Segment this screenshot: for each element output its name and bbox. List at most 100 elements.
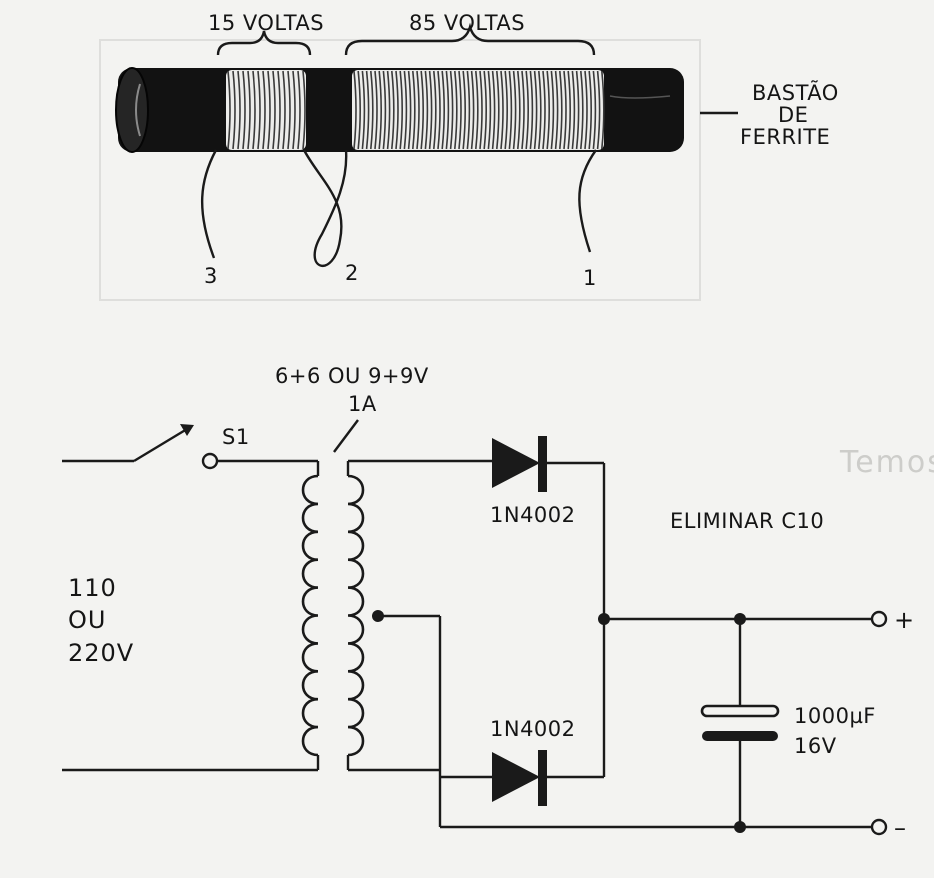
lead-3 (200, 149, 218, 259)
winding-15-turn (292, 70, 296, 150)
winding-85-turn (563, 70, 567, 150)
primary-coil-loops (301, 474, 319, 757)
winding-85-turn (601, 70, 605, 150)
winding-85-turn (458, 70, 462, 150)
terminal-1-label: 1 (583, 266, 597, 290)
winding-85-turn (512, 70, 517, 150)
winding-85-turn (571, 70, 576, 150)
winding-85-turn (487, 70, 492, 150)
winding-85-turn (538, 70, 542, 150)
winding-85-turn (386, 70, 391, 150)
terminal-3-label: 3 (204, 264, 218, 288)
winding-85-turn (357, 70, 361, 150)
transformer-rating-label: 6+6 OU 9+9V (275, 364, 429, 388)
brace-85 (344, 22, 596, 56)
lead-1 (578, 149, 597, 253)
winding-85-turn (449, 70, 454, 150)
winding-85-turn (521, 70, 525, 150)
winding-15-turn (282, 70, 286, 150)
winding-85-turn (550, 70, 555, 150)
winding-85-turn (592, 70, 597, 150)
label-85-voltas: 85 VOLTAS (409, 11, 525, 35)
capacitor-negative-plate (702, 731, 778, 741)
winding-85-turn (500, 70, 504, 150)
rod-highlight (135, 83, 141, 137)
winding-85-turn (584, 70, 588, 150)
label-de: DE (778, 103, 808, 127)
winding-85-turn (370, 70, 374, 150)
winding-85-turn (596, 70, 601, 150)
winding-85-turn (454, 70, 458, 150)
label-ferrite: FERRITE (740, 125, 830, 149)
winding-15-turn (277, 70, 281, 150)
secondary-coil-loops (347, 474, 365, 757)
winding-15-turn (302, 70, 306, 150)
winding-85-turn (546, 70, 550, 150)
switch-terminal (201, 452, 219, 470)
winding-85-turn (533, 70, 538, 150)
winding-85-turn (479, 70, 483, 150)
capacitor-positive-plate (700, 704, 780, 718)
lead-2-twisted (302, 149, 348, 267)
winding-85-turn (353, 70, 357, 150)
capacitor-bottom-node (734, 821, 746, 833)
winding-85-turn (554, 70, 559, 150)
bleed-text: Temos (839, 445, 934, 480)
diode-top-label: 1N4002 (490, 503, 576, 527)
diode-top-cathode-bar (538, 436, 547, 492)
rod-end-cap (115, 67, 149, 153)
brace-15 (216, 30, 312, 56)
winding-85-turn (575, 70, 580, 150)
capacitor-voltage-label: 16V (794, 734, 837, 758)
winding-85-turn (365, 70, 370, 150)
terminal-2-label: 2 (345, 261, 359, 285)
winding-85-turn (567, 70, 571, 150)
winding-85-turn (374, 70, 378, 150)
winding-85-turn (483, 70, 487, 150)
transformer-current-label: 1A (348, 392, 377, 416)
winding-15-turn (262, 70, 266, 150)
winding-85-turn (462, 70, 466, 150)
mains-label-220v: 220V (68, 639, 134, 667)
winding-85-turn (378, 70, 382, 150)
winding-15-turn (227, 70, 231, 150)
winding-85-turn (529, 70, 534, 150)
winding-85-turn (416, 70, 420, 150)
winding-85-turn (399, 70, 403, 150)
winding-15-turn (247, 70, 251, 150)
winding-85-turn (420, 70, 424, 150)
label-bastao: BASTÃO (752, 79, 839, 105)
output-positive-label: + (894, 606, 915, 634)
diode-top-symbol (492, 438, 540, 488)
mains-label-110: 110 (68, 574, 117, 602)
output-positive-terminal (870, 610, 888, 628)
winding-85-turn (395, 70, 399, 150)
winding-85-turn (559, 70, 563, 150)
winding-85-turn (428, 70, 433, 150)
winding-85-turn (475, 70, 479, 150)
winding-15-body (226, 70, 306, 150)
winding-85-turn (470, 70, 475, 150)
winding-85-turn (580, 70, 584, 150)
diode-bottom-symbol (492, 752, 540, 802)
winding-15-turn (297, 70, 301, 150)
winding-85-turn (542, 70, 546, 150)
winding-85-turn (504, 70, 508, 150)
mains-label-ou: OU (68, 606, 106, 634)
winding-15-turn (252, 70, 256, 150)
winding-85-turn (412, 70, 416, 150)
winding-85-turn (407, 70, 412, 150)
winding-85-turn (517, 70, 521, 150)
power-supply-schematic: 6+6 OU 9+9V 1A S1 110 OU 220V 1N4002 (62, 364, 915, 842)
diode-bottom-label: 1N4002 (490, 717, 576, 741)
winding-85-turn (361, 70, 366, 150)
winding-85-turn (424, 70, 429, 150)
switch-blade (133, 424, 193, 463)
diode-bottom-cathode-bar (538, 750, 547, 806)
winding-85-turn (433, 70, 437, 150)
winding-85-turn (508, 70, 513, 150)
winding-85-turn (491, 70, 496, 150)
switch-arrow-icon (180, 424, 194, 436)
winding-85-turn (391, 70, 395, 150)
center-tap-node (372, 610, 384, 622)
